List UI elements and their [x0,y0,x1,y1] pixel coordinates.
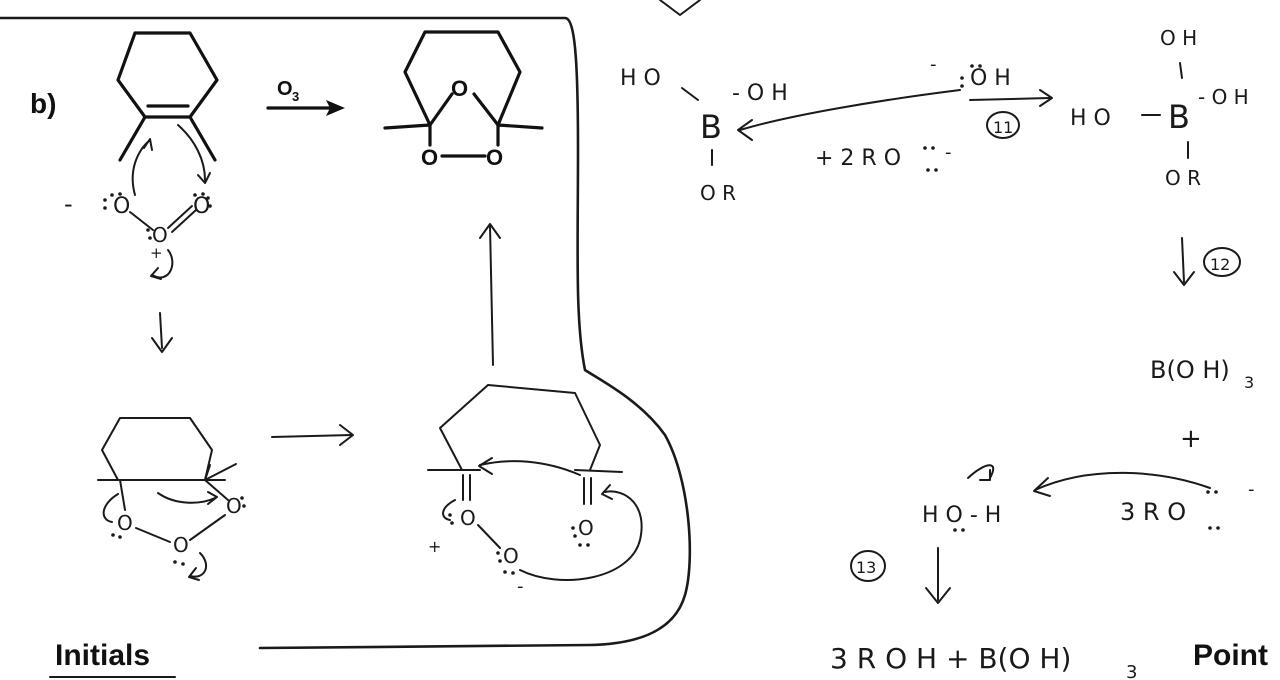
svg-text:12: 12 [1210,255,1230,274]
svg-text:- O H: - O H [1198,85,1249,109]
part-label: b) [30,88,56,119]
svg-text:13: 13 [856,558,876,577]
molozonide-mechanism: O O O [97,417,246,581]
carbonyl-oxide-mechanism: O O O + - [427,223,643,597]
cyclohexene-structure [116,31,219,162]
ozonide-o-top: O [451,76,468,101]
reagent-subscript: 3 [292,89,299,104]
ozonide-o-right: O [486,145,503,170]
svg-text:3: 3 [1126,662,1137,680]
svg-text:-: - [64,190,73,218]
svg-text:O: O [460,506,476,530]
svg-text:3 R O H + B(O H): 3 R O H + B(O H) [830,642,1071,675]
svg-text:H O - H: H O - H [922,503,1001,528]
svg-text:+: + [150,244,163,262]
svg-text:O R: O R [700,181,736,205]
svg-text:+: + [428,537,441,556]
svg-text:O: O [117,511,133,535]
svg-text:3: 3 [1244,373,1254,392]
svg-text:H O: H O [620,66,661,91]
points-label: Point [1193,639,1268,672]
svg-text:B: B [700,108,722,146]
svg-text:-: - [930,54,937,75]
svg-text:-: - [945,142,952,163]
svg-text:O: O [193,194,210,219]
svg-text:O H: O H [1160,26,1197,50]
initials-label: Initials [55,639,150,672]
svg-text:O: O [578,516,594,540]
boundary-line [0,16,692,650]
svg-text:O: O [503,544,519,568]
svg-text:11: 11 [993,118,1013,137]
svg-text:-: - [1248,479,1255,500]
svg-text:O H: O H [970,66,1011,91]
reaction-arrow-right [271,424,354,446]
svg-text:O R: O R [1165,166,1201,190]
boron-mechanism: H O B - O H O R - O H 11 + 2 R O - O H H… [620,0,1255,680]
ozonide-structure: O O O [383,30,544,170]
svg-text:-: - [517,576,524,597]
svg-text:- O H: - O H [732,81,788,106]
svg-text:O: O [113,194,130,219]
svg-text:B: B [1168,98,1190,136]
svg-text:3 R O: 3 R O [1120,498,1186,526]
svg-text:O: O [152,223,168,247]
ozone-attack-mechanism: O O O - + [64,124,212,353]
svg-text:+: + [1180,424,1202,454]
svg-text:O: O [226,494,242,518]
svg-text:+ 2 R O: + 2 R O [815,146,901,171]
svg-text:O: O [173,533,189,557]
svg-text:B(O H): B(O H) [1150,356,1230,384]
ozonide-o-left: O [421,145,438,170]
reagent-label: O [277,78,293,100]
ozone-reagent-arrow: O 3 [266,78,345,116]
svg-text:H O: H O [1070,106,1111,131]
